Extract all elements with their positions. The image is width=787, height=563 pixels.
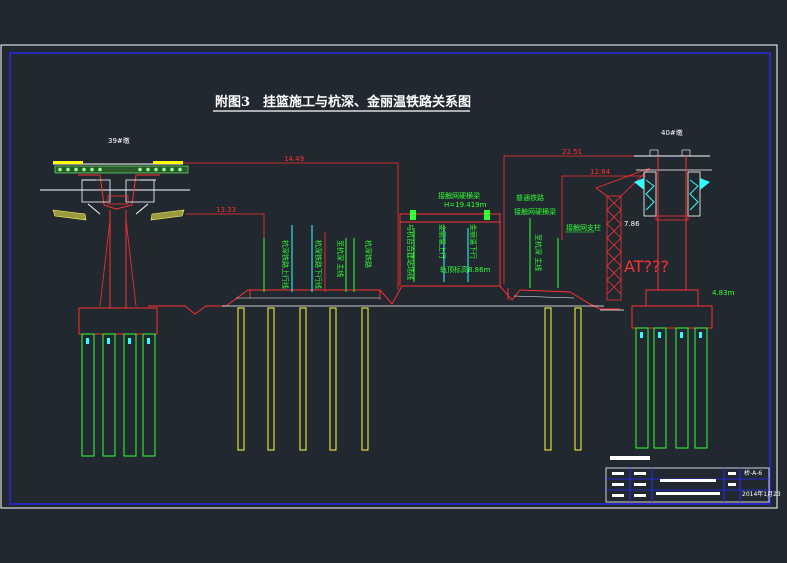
at-mark: AT??? xyxy=(624,257,669,276)
drawing-number: 桥-A-6 xyxy=(744,469,762,477)
central-gantry: 接触网硬横梁 H=19.419m 与杭台合建站场线 金丽温上行 金丽温下行 轨顶… xyxy=(399,191,501,286)
right-catenary: 普通铁路 接触网硬横梁 至杭深 主线 接触网支柱 xyxy=(514,193,624,311)
inner-frame xyxy=(9,52,771,505)
right-pole-label: 接触网支柱 xyxy=(566,223,601,232)
drawing-date: 2014年1月23 xyxy=(742,490,781,498)
left-pier-label: 39#墩 xyxy=(108,136,130,145)
mid-line-1: 与杭台合建站场线 xyxy=(406,224,415,280)
right-pier-label: 40#墩 xyxy=(661,128,683,137)
middle-piles xyxy=(237,307,582,451)
right-piles xyxy=(635,327,708,449)
dim-left-lower: 13.33 xyxy=(216,206,236,214)
elevation-mark: 4.83m xyxy=(712,289,735,297)
left-catenary: 杭深铁路上行线 杭深铁路下行线 至杭深 主线 杭深铁路 xyxy=(263,225,373,292)
mid-line-2: 金丽温上行 xyxy=(438,224,447,259)
right-line: 至杭深 主线 xyxy=(534,234,543,271)
gantry-height: H=19.419m xyxy=(444,201,487,209)
mid-line-3: 金丽温下行 xyxy=(469,224,478,259)
outer-frame xyxy=(0,44,778,509)
left-piles xyxy=(81,333,156,457)
title-block: 桥-A-6 2014年1月23 xyxy=(605,456,781,503)
left-dimensions: 14.49 13.33 xyxy=(183,155,399,290)
dim-right-lower: 12.84 xyxy=(590,168,611,176)
rail-height: 轨顶标高8.86m xyxy=(440,265,491,274)
right-gantry-label: 接触网硬横梁 xyxy=(514,207,556,216)
left-line-2: 杭深铁路下行线 xyxy=(314,240,323,289)
dim-top-left: 14.49 xyxy=(284,155,304,163)
tower-crane xyxy=(595,167,651,301)
gantry-label: 接触网硬横梁 xyxy=(438,191,480,200)
dim-top-right: 22.51 xyxy=(562,148,582,156)
right-pier xyxy=(631,149,713,329)
left-line-1: 杭深铁路上行线 xyxy=(281,240,290,289)
left-line-4: 杭深铁路 xyxy=(364,240,373,268)
drawing-title: 附图3 挂篮施工与杭深、金丽温铁路关系图 xyxy=(215,94,471,110)
ground-profile xyxy=(148,285,620,315)
right-top-label: 普通铁路 xyxy=(516,193,544,202)
dim-right-small: 7.86 xyxy=(624,220,640,228)
left-pier xyxy=(40,161,190,335)
right-dimensions: 22.51 12.84 7.86 xyxy=(503,148,646,284)
left-line-3: 至杭深 主线 xyxy=(336,240,345,277)
